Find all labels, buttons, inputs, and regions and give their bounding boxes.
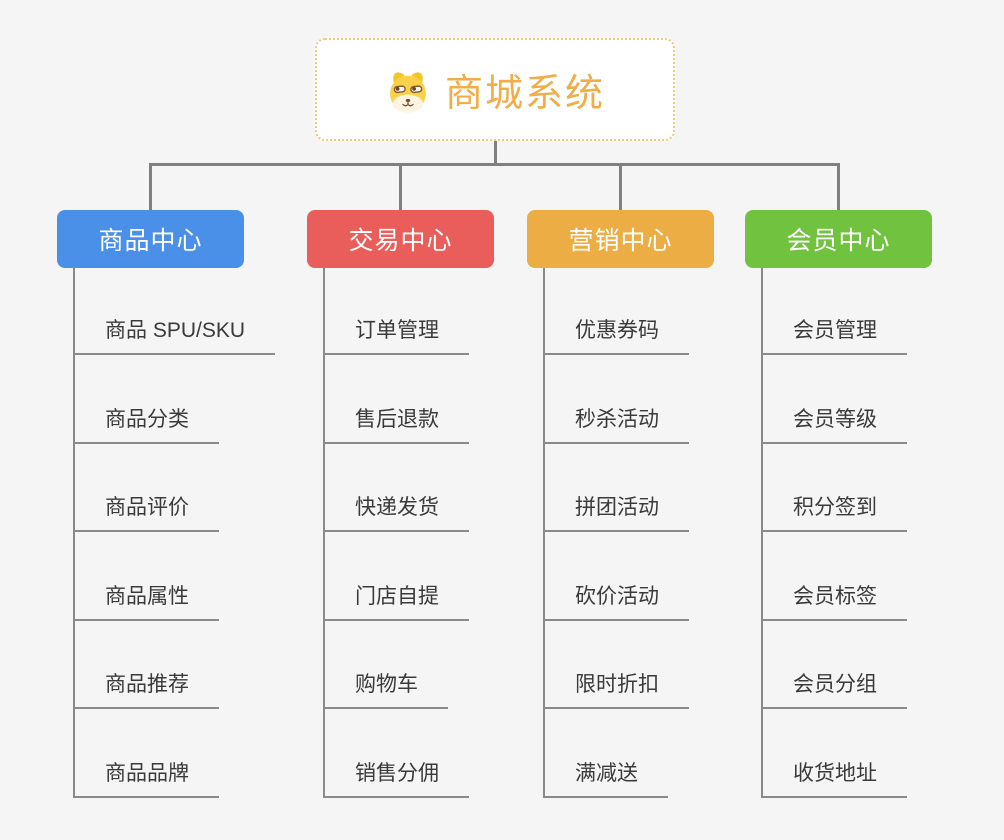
root-topic-label: 商城系统 [444, 73, 605, 115]
leaf-topic[interactable]: 积分签到 [761, 494, 907, 532]
leaf-topic[interactable]: 砍价活动 [543, 583, 689, 621]
branch-topic-label-product: 商品中心 [98, 227, 203, 255]
leaf-topic[interactable]: 秒杀活动 [543, 406, 689, 444]
leaf-topic[interactable]: 商品评价 [73, 494, 219, 532]
connector-bus [149, 163, 840, 166]
branch-spine-trade [323, 268, 325, 798]
leaf-topic[interactable]: 商品 SPU/SKU [73, 317, 276, 355]
leaf-topic[interactable]: 会员等级 [761, 406, 907, 444]
branch-topic-label-marketing: 营销中心 [568, 227, 673, 255]
leaf-topic[interactable]: 满减送 [543, 760, 668, 798]
branch-topic-product[interactable]: 商品中心 [57, 210, 244, 268]
leaf-topic[interactable]: 快递发货 [323, 494, 469, 532]
connector-drop-marketing [619, 163, 622, 211]
branch-topic-label-member: 会员中心 [786, 227, 891, 255]
branch-spine-marketing [543, 268, 545, 798]
leaf-topic[interactable]: 销售分佣 [323, 760, 469, 798]
leaf-topic[interactable]: 优惠券码 [543, 317, 689, 355]
leaf-topic[interactable]: 订单管理 [323, 317, 469, 355]
root-topic[interactable]: 商城系统 [315, 38, 675, 141]
leaf-topic[interactable]: 商品分类 [73, 406, 219, 444]
leaf-topic[interactable]: 会员分组 [761, 671, 907, 709]
branch-topic-trade[interactable]: 交易中心 [307, 210, 494, 268]
leaf-topic[interactable]: 会员标签 [761, 583, 907, 621]
branch-topic-label-trade: 交易中心 [348, 227, 453, 255]
connector-drop-member [837, 163, 840, 211]
branch-spine-member [761, 268, 763, 798]
connector-drop-trade [399, 163, 402, 211]
doge-icon [390, 71, 426, 113]
leaf-topic[interactable]: 售后退款 [323, 406, 469, 444]
leaf-topic[interactable]: 拼团活动 [543, 494, 689, 532]
leaf-topic[interactable]: 会员管理 [761, 317, 907, 355]
branch-topic-marketing[interactable]: 营销中心 [527, 210, 714, 268]
leaf-topic[interactable]: 门店自提 [323, 583, 469, 621]
leaf-topic[interactable]: 限时折扣 [543, 671, 689, 709]
leaf-topic[interactable]: 收货地址 [761, 760, 907, 798]
leaf-topic[interactable]: 商品品牌 [73, 760, 219, 798]
leaf-topic[interactable]: 商品推荐 [73, 671, 219, 709]
connector-drop-product [149, 163, 152, 211]
branch-spine-product [73, 268, 75, 798]
leaf-topic[interactable]: 商品属性 [73, 583, 219, 621]
leaf-topic[interactable]: 购物车 [323, 671, 448, 709]
connector-root-stem [493, 141, 497, 166]
branch-topic-member[interactable]: 会员中心 [745, 210, 932, 268]
